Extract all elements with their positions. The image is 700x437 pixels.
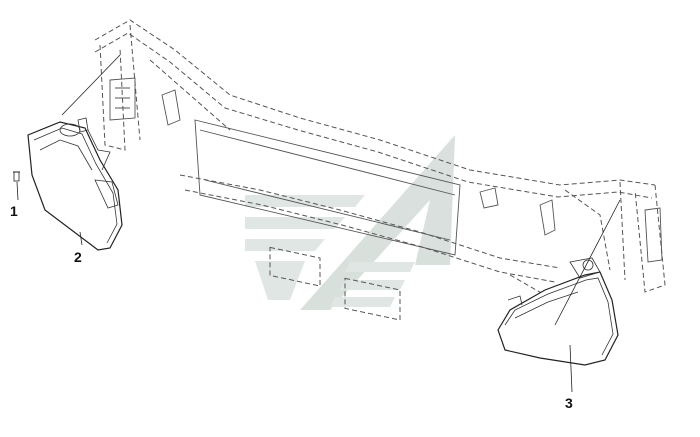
leader-3-upper (554, 199, 621, 326)
callout-2: 2 (74, 249, 82, 265)
leader-lines (16, 54, 621, 393)
leader-2 (79, 231, 83, 246)
leader-1 (16, 181, 19, 201)
bolt-part (13, 171, 20, 182)
watermark-stripe-4 (255, 261, 305, 300)
leader-3 (569, 344, 573, 393)
callout-3: 3 (565, 395, 573, 411)
watermark-stripe-2 (245, 217, 345, 229)
watermark-stripe-7 (330, 297, 395, 307)
headlamp-left (27, 117, 123, 251)
watermark-stripe-1 (245, 195, 365, 207)
headlamp-right (497, 257, 619, 366)
watermark-stripe-3 (245, 239, 325, 251)
callout-1: 1 (10, 203, 18, 219)
leader-2-upper (61, 54, 121, 116)
watermark-stripe-5 (345, 262, 415, 272)
front-end-frame (94, 19, 666, 321)
watermark-stripe-6 (340, 280, 405, 290)
watermark-logo (245, 135, 455, 310)
